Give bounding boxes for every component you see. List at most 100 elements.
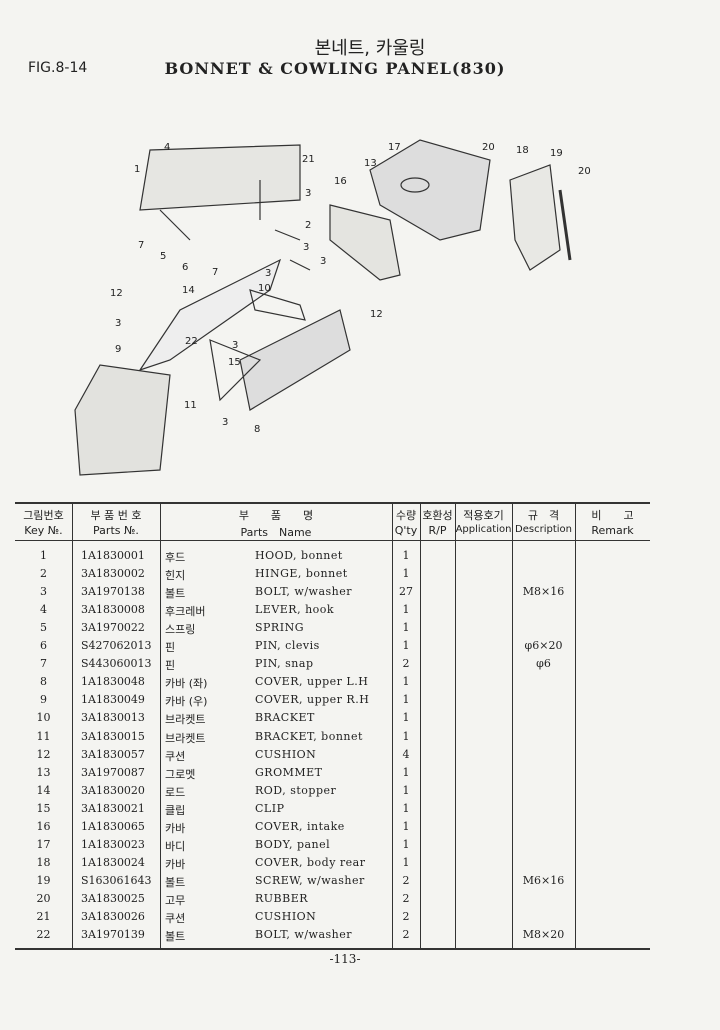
part-name-english: COVER, body rear — [255, 855, 366, 869]
part-number: 3A1830015 — [81, 729, 145, 743]
callout-label: 6 — [182, 262, 189, 273]
part-name-korean: 클립 — [165, 803, 186, 817]
callout-label: 21 — [302, 154, 315, 165]
key-number: 16 — [36, 819, 51, 833]
part-name-korean: 핀 — [165, 641, 176, 655]
part-number: 1A1830065 — [81, 819, 145, 833]
part-name-english: SCREW, w/washer — [255, 873, 365, 887]
table-row: 13 3A1970087 그로멧 GROMMET 1 — [15, 766, 650, 784]
header-qty-en: Q'ty — [394, 524, 418, 537]
quantity: 1 — [402, 549, 410, 562]
quantity: 2 — [402, 873, 410, 887]
description: φ6×20 — [524, 639, 563, 653]
callout-label: 17 — [388, 142, 401, 153]
key-number: 13 — [36, 765, 51, 779]
parts-table: 그림번호 Key №. 부 품 번 호 Parts №. 부 품 명 Parts… — [15, 502, 650, 950]
part-name-korean: 볼트 — [165, 587, 186, 601]
callout-label: 3 — [305, 188, 312, 199]
quantity: 1 — [402, 855, 410, 869]
key-number: 11 — [36, 729, 51, 743]
quantity: 1 — [402, 765, 410, 779]
key-number: 14 — [36, 783, 51, 797]
title-korean: 본네트, 카울링 — [314, 38, 426, 59]
part-name-korean: 로드 — [165, 785, 186, 799]
part-name-english: PIN, clevis — [255, 639, 320, 653]
key-number: 8 — [40, 675, 47, 689]
key-number: 18 — [36, 855, 51, 869]
callout-label: 7 — [212, 267, 219, 278]
part-name-korean: 그로멧 — [165, 767, 196, 781]
header-remark-ko: 비 고 — [591, 509, 634, 522]
key-number: 5 — [40, 621, 47, 635]
part-name-korean: 바디 — [165, 839, 186, 853]
part-number: S443060013 — [81, 657, 152, 671]
callout-label: 4 — [164, 142, 171, 153]
part-number: 3A1830020 — [81, 783, 145, 797]
key-number: 19 — [36, 873, 51, 887]
quantity: 1 — [402, 819, 410, 833]
key-number: 22 — [36, 928, 51, 942]
quantity: 1 — [402, 621, 410, 635]
part-name-korean: 볼트 — [165, 930, 186, 944]
key-number: 10 — [36, 711, 51, 725]
key-number: 6 — [40, 639, 47, 653]
header-key-ko: 그림번호 — [23, 509, 64, 522]
description: φ6 — [536, 657, 551, 671]
part-number: 1A1830024 — [81, 855, 145, 869]
part-number: 3A1830008 — [81, 603, 145, 617]
part-number: 3A1830026 — [81, 910, 145, 923]
quantity: 1 — [402, 783, 410, 797]
callout-label: 20 — [482, 142, 495, 153]
callout-label: 3 — [265, 268, 272, 279]
description: M8×20 — [522, 928, 565, 942]
part-name-english: GROMMET — [255, 765, 323, 779]
part-name-english: BRACKET, bonnet — [255, 729, 363, 743]
quantity: 4 — [402, 747, 410, 761]
part-name-english: CUSHION — [255, 747, 317, 761]
part-name-korean: 스프링 — [165, 623, 196, 637]
part-name-korean: 후드 — [165, 551, 186, 564]
part-name-english: PIN, snap — [255, 657, 314, 671]
part-number: S163061643 — [81, 873, 152, 887]
part-number: 3A1830021 — [81, 801, 145, 815]
callout-label: 22 — [185, 336, 198, 347]
key-number: 17 — [36, 837, 51, 851]
part-number: 3A1830025 — [81, 891, 145, 905]
quantity: 2 — [402, 657, 410, 671]
part-name-korean: 핀 — [165, 659, 176, 673]
header-desc-ko: 규 격 — [527, 509, 560, 522]
key-number: 12 — [36, 747, 51, 761]
part-number: S427062013 — [81, 639, 152, 653]
callout-label: 2 — [305, 220, 312, 231]
part-number: 3A1970087 — [81, 765, 145, 779]
quantity: 1 — [402, 603, 410, 617]
callout-label: 3 — [115, 318, 122, 329]
quantity: 1 — [402, 675, 410, 689]
part-number: 1A1830001 — [81, 549, 145, 562]
title-english: BONNET & COWLING PANEL(830) — [164, 59, 506, 78]
callout-label: 8 — [254, 424, 261, 435]
part-number: 3A1830013 — [81, 711, 145, 725]
part-number: 3A1970138 — [81, 585, 145, 599]
part-name-english: CLIP — [255, 801, 285, 815]
header-rp-en: R/P — [428, 524, 447, 537]
callout-label: 12 — [370, 309, 383, 320]
part-name-korean: 고무 — [165, 893, 186, 907]
part-number: 3A1830002 — [81, 567, 145, 581]
part-name-korean: 쿠션 — [165, 749, 186, 763]
part-name-korean: 카바 (우) — [165, 695, 208, 709]
quantity: 27 — [399, 585, 413, 599]
header-rp-ko: 호환성 — [422, 509, 453, 522]
callout-label: 10 — [258, 283, 271, 294]
